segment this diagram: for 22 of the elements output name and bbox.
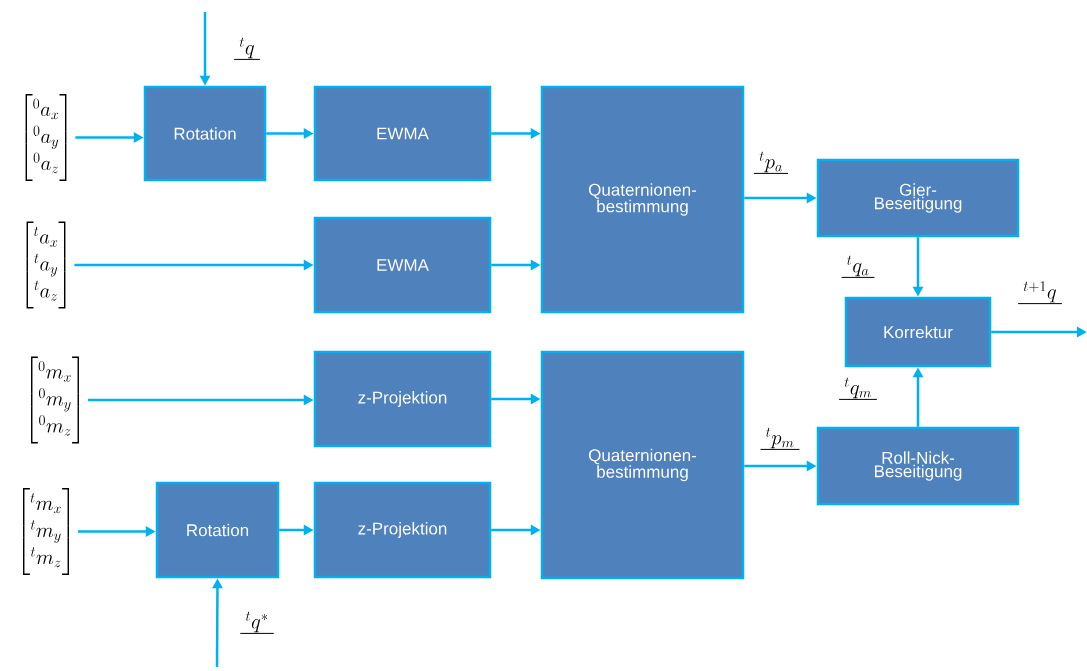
input-vector: $\begin{bmatrix}{}^{0}m_{x}\\{}^{0}m_{y}\\{}^{0}m_{z}\end{bmatrix}$ bbox=[31, 356, 79, 444]
process-box: EWMA bbox=[313, 85, 492, 182]
input-vector: $\begin{bmatrix}{}^{t}m_{x}\\{}^{t}m_{y}\\{}^{t}m_{z}\end{bmatrix}$ bbox=[23, 487, 69, 575]
process-box: Quaternionen- bestimmung bbox=[540, 85, 745, 314]
edge-label: ${}^{t}q$ bbox=[233, 37, 261, 60]
process-box: Quaternionen- bestimmung bbox=[540, 350, 745, 580]
process-box: z-Projektion bbox=[313, 350, 492, 448]
edge-label: ${}^{t+1}q$ bbox=[1017, 281, 1063, 305]
process-box: Rotation bbox=[143, 85, 267, 182]
edge-label: ${}^{t}q_{a}$ bbox=[841, 255, 875, 278]
process-box: Roll-Nick- Beseitigung bbox=[816, 426, 1020, 506]
process-box: z-Projektion bbox=[313, 481, 492, 579]
edge-label: ${}^{t}q^{*}$ bbox=[239, 611, 275, 634]
edge-label: ${}^{t}p_{m}$ bbox=[760, 427, 800, 450]
process-box: EWMA bbox=[313, 216, 492, 314]
input-vector: $\begin{bmatrix}{}^{0}a_{x}\\{}^{0}a_{y}\\{}^{0}a_{z}\end{bmatrix}$ bbox=[25, 93, 67, 181]
input-vector: $\begin{bmatrix}{}^{t}a_{x}\\{}^{t}a_{y}\\{}^{t}a_{z}\end{bmatrix}$ bbox=[26, 221, 66, 309]
process-box: Rotation bbox=[155, 481, 280, 579]
edge-label: ${}^{t}p_{a}$ bbox=[753, 151, 789, 174]
edge-label: ${}^{t}q_{m}$ bbox=[838, 377, 878, 400]
process-box: Korrektur bbox=[844, 296, 992, 368]
process-box: Gier- Beseitigung bbox=[816, 158, 1020, 238]
